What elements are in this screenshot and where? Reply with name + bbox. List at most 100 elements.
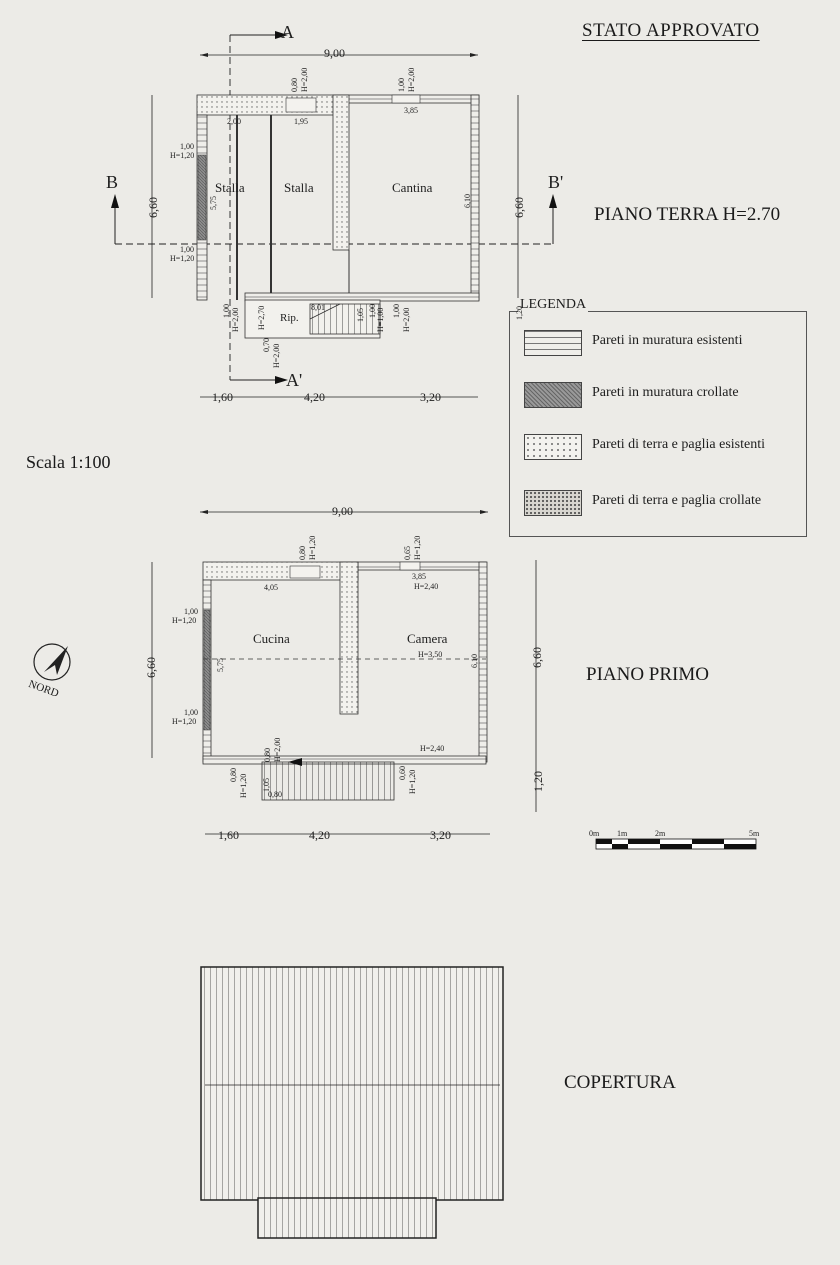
first-note: 0,80: [268, 790, 282, 799]
first-note: H=1,20: [308, 535, 317, 560]
section-line-b: [111, 194, 557, 245]
first-note: H=2,40: [414, 582, 439, 591]
ground-note: 1,00: [397, 78, 406, 92]
ground-partial-width: 3,20: [420, 390, 441, 404]
ground-note: H=2,00: [272, 343, 281, 368]
ground-note: 2,00: [227, 117, 241, 126]
first-note: H=1,20: [408, 769, 417, 794]
ground-partial-width: 4,20: [304, 390, 325, 404]
first-note: 0,60: [398, 766, 407, 780]
first-note: H=1,20: [172, 616, 197, 625]
first-note: 0,80: [263, 748, 272, 762]
legend-swatch-earth: [524, 434, 582, 460]
ground-note: H=2,00: [407, 67, 416, 92]
section-mark-b: B: [106, 172, 119, 192]
room-stalla-1: Stalla: [215, 180, 245, 195]
ground-note: H=1,20: [170, 151, 195, 160]
section-line-a: [229, 31, 288, 384]
legend-label: Pareti in muratura esistenti: [592, 333, 743, 348]
ground-note: H=2,00: [402, 307, 411, 332]
scale-bar-label: 2m: [655, 829, 666, 838]
ground-note: 1,20: [515, 306, 524, 320]
first-note: H=1,20: [239, 773, 248, 798]
first-note: 1,00: [184, 708, 198, 717]
ground-note: H=1,20: [170, 254, 195, 263]
ground-note: 0,70: [262, 338, 271, 352]
first-note: 0,80: [229, 768, 238, 782]
first-note: 4,05: [264, 583, 278, 592]
first-note: 3,85: [412, 572, 426, 581]
first-note: 6,10: [470, 654, 479, 668]
first-note: 1,20: [531, 771, 545, 792]
first-note: 0,80: [298, 546, 307, 560]
first-note: 0,65: [403, 546, 412, 560]
first-note: 1,00: [184, 607, 198, 616]
north-arrow-icon: [33, 643, 71, 681]
first-floor-title: PIANO PRIMO: [586, 664, 709, 685]
ground-note: 1,00: [222, 304, 231, 318]
first-note: H=1,20: [413, 535, 422, 560]
first-dim-left: [151, 560, 537, 812]
ground-note: H=2,70: [257, 305, 266, 330]
ground-note: H=2,00: [300, 67, 309, 92]
ground-dim-top: [200, 53, 478, 57]
ground-total-width: 9,00: [324, 46, 345, 60]
room-cucina: Cucina: [253, 631, 290, 646]
first-note: H=2,40: [420, 744, 445, 753]
ground-note: H=2,00: [231, 307, 240, 332]
legend-swatch-earth-crolled: [524, 490, 582, 516]
first-note: H=1,20: [172, 717, 197, 726]
ground-total-height-right: 6,60: [512, 197, 526, 218]
first-total-height-right: 6,60: [530, 647, 544, 668]
legend-title: LEGENDA: [518, 297, 589, 313]
first-partial-width: 4,20: [309, 828, 330, 842]
room-camera: Camera: [407, 631, 448, 646]
first-total-height-left: 6,60: [144, 657, 158, 678]
ground-note: 1,95: [294, 117, 308, 126]
first-total-width: 9,00: [332, 504, 353, 518]
ground-note: 0,80: [290, 78, 299, 92]
ground-total-height-left: 6,60: [146, 197, 160, 218]
first-note: H=2,00: [273, 737, 282, 762]
ground-note: 1,00: [392, 304, 401, 318]
scale-bar: [595, 838, 757, 850]
ground-floor-plan: [196, 94, 480, 339]
room-cantina: Cantina: [392, 180, 433, 195]
scale-bar-label: 1m: [617, 829, 628, 838]
legend-label: Pareti di terra e paglia esistenti: [592, 437, 765, 452]
legend-label: Pareti in muratura crollate: [592, 385, 739, 400]
section-mark-b-prime: B': [548, 172, 564, 192]
roof-plan: [200, 966, 504, 1239]
ground-note: H=1,00: [376, 307, 385, 332]
legend-label: Pareti di terra e paglia crollate: [592, 493, 762, 508]
ground-note: 5,75: [209, 196, 218, 210]
room-stalla-2: Stalla: [284, 180, 314, 195]
first-partial-width: 1,60: [218, 828, 239, 842]
legend-box: Pareti in muratura esistenti Pareti in m…: [509, 311, 807, 537]
ground-note: 1,00: [180, 142, 194, 151]
first-partial-width: 3,20: [430, 828, 451, 842]
scale-bar-label: 0m: [589, 829, 600, 838]
ground-note: 6,10: [463, 194, 472, 208]
ground-note: 3,85: [404, 106, 418, 115]
first-floor-plan: [202, 561, 488, 801]
room-ripostiglio: Rip.: [280, 312, 299, 324]
ground-note: 1,05: [356, 308, 365, 322]
first-dim-top: [200, 510, 488, 514]
ground-dim-left: [151, 95, 519, 298]
first-note: 5,75: [216, 658, 225, 672]
first-note: H=3,50: [418, 650, 443, 659]
section-mark-a-prime: A': [286, 370, 303, 390]
legend-swatch-crolled: [524, 382, 582, 408]
ground-note: 8,01: [311, 303, 325, 312]
legend-swatch-brick: [524, 330, 582, 356]
roof-title: COPERTURA: [564, 1072, 676, 1093]
sheet-title: STATO APPROVATO: [582, 20, 760, 41]
ground-partial-width: 1,60: [212, 390, 233, 404]
scale-bar-label: 5m: [749, 829, 760, 838]
ground-note: 1,00: [180, 245, 194, 254]
section-mark-a: A: [281, 22, 294, 42]
ground-floor-title: PIANO TERRA H=2.70: [594, 204, 781, 225]
